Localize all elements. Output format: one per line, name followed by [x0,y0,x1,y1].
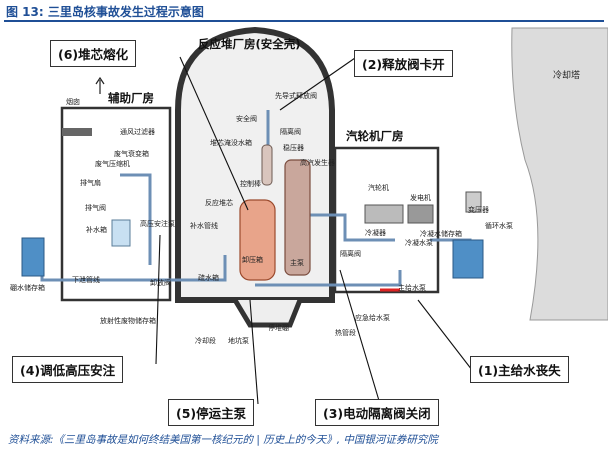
reactor-building-label: 反应堆厂房(安全壳) [198,37,301,51]
makeup-tank-label: 补水箱 [86,225,107,234]
callout-hpi-reduced: (4)调低高压安注 [12,356,124,383]
control-rod-label: 控制棒 [240,179,261,188]
exhaust-valve-label: 排气阀 [85,203,106,212]
borated-storage-label: 硼水储存箱 [10,283,45,292]
transformer-unit [465,191,482,213]
circ-pump-label: 循环水泵 [485,221,513,230]
letdown-line-label: 下泄管线 [72,275,100,284]
vent-filter-label: 通风过滤器 [120,127,155,136]
drain-tank-label: 疏水箱 [198,273,219,282]
figure-title: 图 13: 三里岛核事故发生过程示意图 [6,5,204,19]
turbine-building-label: 汽轮机厂房 [346,129,404,143]
source-note: 资料来源:《三里岛事故是如何终结美国第一核纪元的 | 历史上的今天》, 中国银河… [8,434,438,446]
turbine-label: 汽轮机 [368,183,389,192]
pilot-relief-valve-label: 先导式释放阀 [275,91,317,100]
cooling-tower [511,27,608,321]
cond-storage-tank [452,239,484,279]
isolation-valve-label: 隔离阀 [280,127,301,136]
generator-unit [407,204,434,224]
aux-feed-pump-label: 应急给水泵 [355,313,390,322]
safety-valve-label: 安全阀 [236,114,257,123]
turbine-building [333,146,440,294]
borated-tank [21,237,45,277]
cooling-sys-label: 冷却段 [195,336,216,345]
core-flood-label: 堆芯淹没水箱 [210,138,252,147]
makeup-tank [111,219,131,247]
main-pump-label: 主泵 [290,258,304,267]
callout-isolation-closed: (3)电动隔离阀关闭 [315,399,439,426]
generator-label: 发电机 [410,193,431,202]
cond-storage-label: 冷凝水储存箱 [420,229,462,238]
pressurizer [261,144,273,186]
cooling-tower-label: 冷却塔 [553,69,580,81]
relief-valve-label: 卸放阀 [150,278,171,287]
main-feed-pump-label: 主给水泵 [398,283,426,292]
reactor-core-label: 反应堆芯 [205,198,233,207]
pressurizer-label: 稳压器 [283,143,304,152]
cond-pump-label: 冷凝水泵 [405,238,433,247]
reactor-vessel [239,199,276,281]
auxiliary-building [60,106,172,302]
callout-feedwater-loss: (1)主给水丧失 [470,356,569,383]
exhaust-fan-label: 排气扇 [80,178,101,187]
waste-gas-compressor-label: 废气压缩机 [95,159,130,168]
steam-gen-label: 高汽发生器 [300,158,335,167]
callout-relief-stuck: (2)释放阀卡开 [354,50,453,77]
auxiliary-building-label: 辅助厂房 [108,91,154,105]
radwaste-label: 放射性废物储存箱 [100,316,156,325]
condenser-label: 冷凝器 [365,228,386,237]
transformer-label: 变压器 [468,205,489,214]
hp-pump-label: 高压安注泵 [140,219,175,228]
makeup-line-label: 补水管线 [190,221,218,230]
isolation-valve-2-label: 隔离阀 [340,249,361,258]
deborating-label: 停堆硼 [268,323,289,332]
turbine-unit [364,204,404,224]
waste-gas-tank-label: 废气衰变箱 [114,149,149,158]
callout-core-melt: (6)堆芯熔化 [50,40,137,67]
callout-pump-stop: (5)停运主泵 [168,399,255,426]
hot-leg-label: 热管段 [335,328,356,337]
relief-tank-label: 卸压箱 [242,255,263,264]
chimney-label: 烟囱 [66,97,80,106]
title-rule [4,20,604,22]
containment-sump-label: 地坑泵 [228,336,249,345]
steam-generator [284,159,311,276]
